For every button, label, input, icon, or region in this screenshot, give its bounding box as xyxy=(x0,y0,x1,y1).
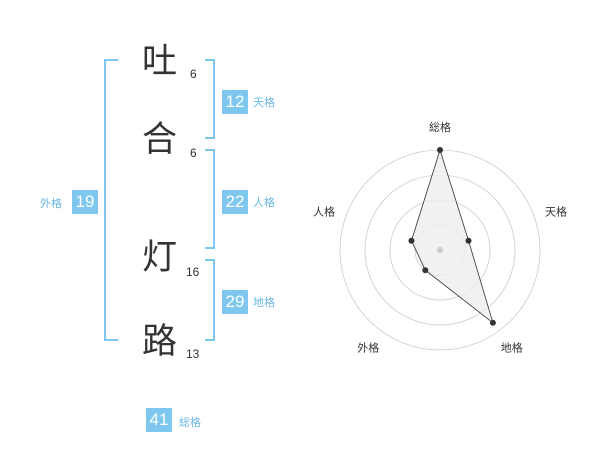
stroke-count-3: 16 xyxy=(186,265,200,279)
jinkaku-bracket xyxy=(205,149,215,249)
gaikaku-label: 外格 xyxy=(40,197,62,210)
tenkaku-label: 天格 xyxy=(253,96,275,109)
radar-axis-label-4: 外格 xyxy=(357,341,379,355)
name-char-1: 吐 xyxy=(142,42,178,82)
radar-axis-label-2: 天格 xyxy=(545,204,567,218)
chikaku-label: 地格 xyxy=(253,296,275,309)
stroke-count-2: 6 xyxy=(190,146,197,160)
tenkaku-bracket xyxy=(205,59,215,139)
radar-center-point xyxy=(437,247,443,253)
jinkaku-label: 人格 xyxy=(253,196,275,209)
tenkaku-badge: 12 xyxy=(222,90,248,114)
jinkaku-badge: 22 xyxy=(222,190,248,214)
soukaku-label: 総格 xyxy=(179,416,201,429)
chikaku-bracket xyxy=(205,259,215,341)
gaikaku-bracket xyxy=(104,59,118,341)
radar-point-5 xyxy=(408,237,415,244)
stroke-count-4: 13 xyxy=(186,347,200,361)
radar-point-4 xyxy=(422,267,429,274)
radar-axis-label-5: 人格 xyxy=(313,204,335,218)
name-char-3: 灯 xyxy=(142,238,178,278)
radar-axis-label-1: 総格 xyxy=(429,120,451,134)
chikaku-badge: 29 xyxy=(222,290,248,314)
radar-point-2 xyxy=(465,237,472,244)
radar-series-area xyxy=(411,148,494,324)
gaikaku-badge: 19 xyxy=(72,190,98,214)
soukaku-badge: 41 xyxy=(146,408,172,432)
radar-point-1 xyxy=(437,147,443,153)
name-char-2: 合 xyxy=(142,120,178,160)
stroke-count-1: 6 xyxy=(190,67,197,81)
radar-point-3 xyxy=(489,319,496,326)
radar-axis-label-3: 地格 xyxy=(501,341,523,355)
name-char-4: 路 xyxy=(142,322,178,362)
